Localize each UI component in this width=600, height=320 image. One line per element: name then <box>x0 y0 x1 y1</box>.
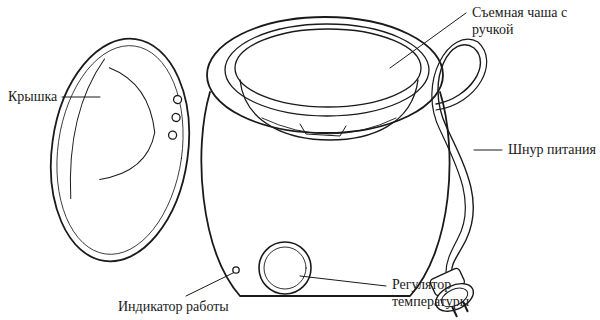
leader-lines <box>62 13 502 296</box>
bowl-inner-rim <box>235 29 421 107</box>
leader-line <box>300 276 386 286</box>
part-label: Шнур питания <box>508 141 596 158</box>
power-cord <box>432 39 487 272</box>
leader-line <box>390 13 466 68</box>
knob-face <box>264 247 306 289</box>
power-plug <box>425 265 480 320</box>
heater-rim <box>207 17 443 133</box>
bowl-rim <box>225 24 429 116</box>
part-label: Регулятор температуры <box>392 276 496 310</box>
part-label: Крышка <box>8 88 57 105</box>
bowl-wall <box>240 80 418 140</box>
part-label: Индикатор работы <box>118 298 229 315</box>
bowl-handle <box>300 124 346 136</box>
leader-line <box>474 150 502 151</box>
lid <box>37 30 203 271</box>
leader-line <box>62 97 100 98</box>
leader-line <box>186 273 233 296</box>
bowl-bottom <box>262 118 396 134</box>
part-label: Съемная чаша с ручкой <box>472 4 576 38</box>
power-indicator <box>233 267 239 273</box>
power-cord <box>436 45 480 274</box>
temperature-knob <box>259 242 311 294</box>
